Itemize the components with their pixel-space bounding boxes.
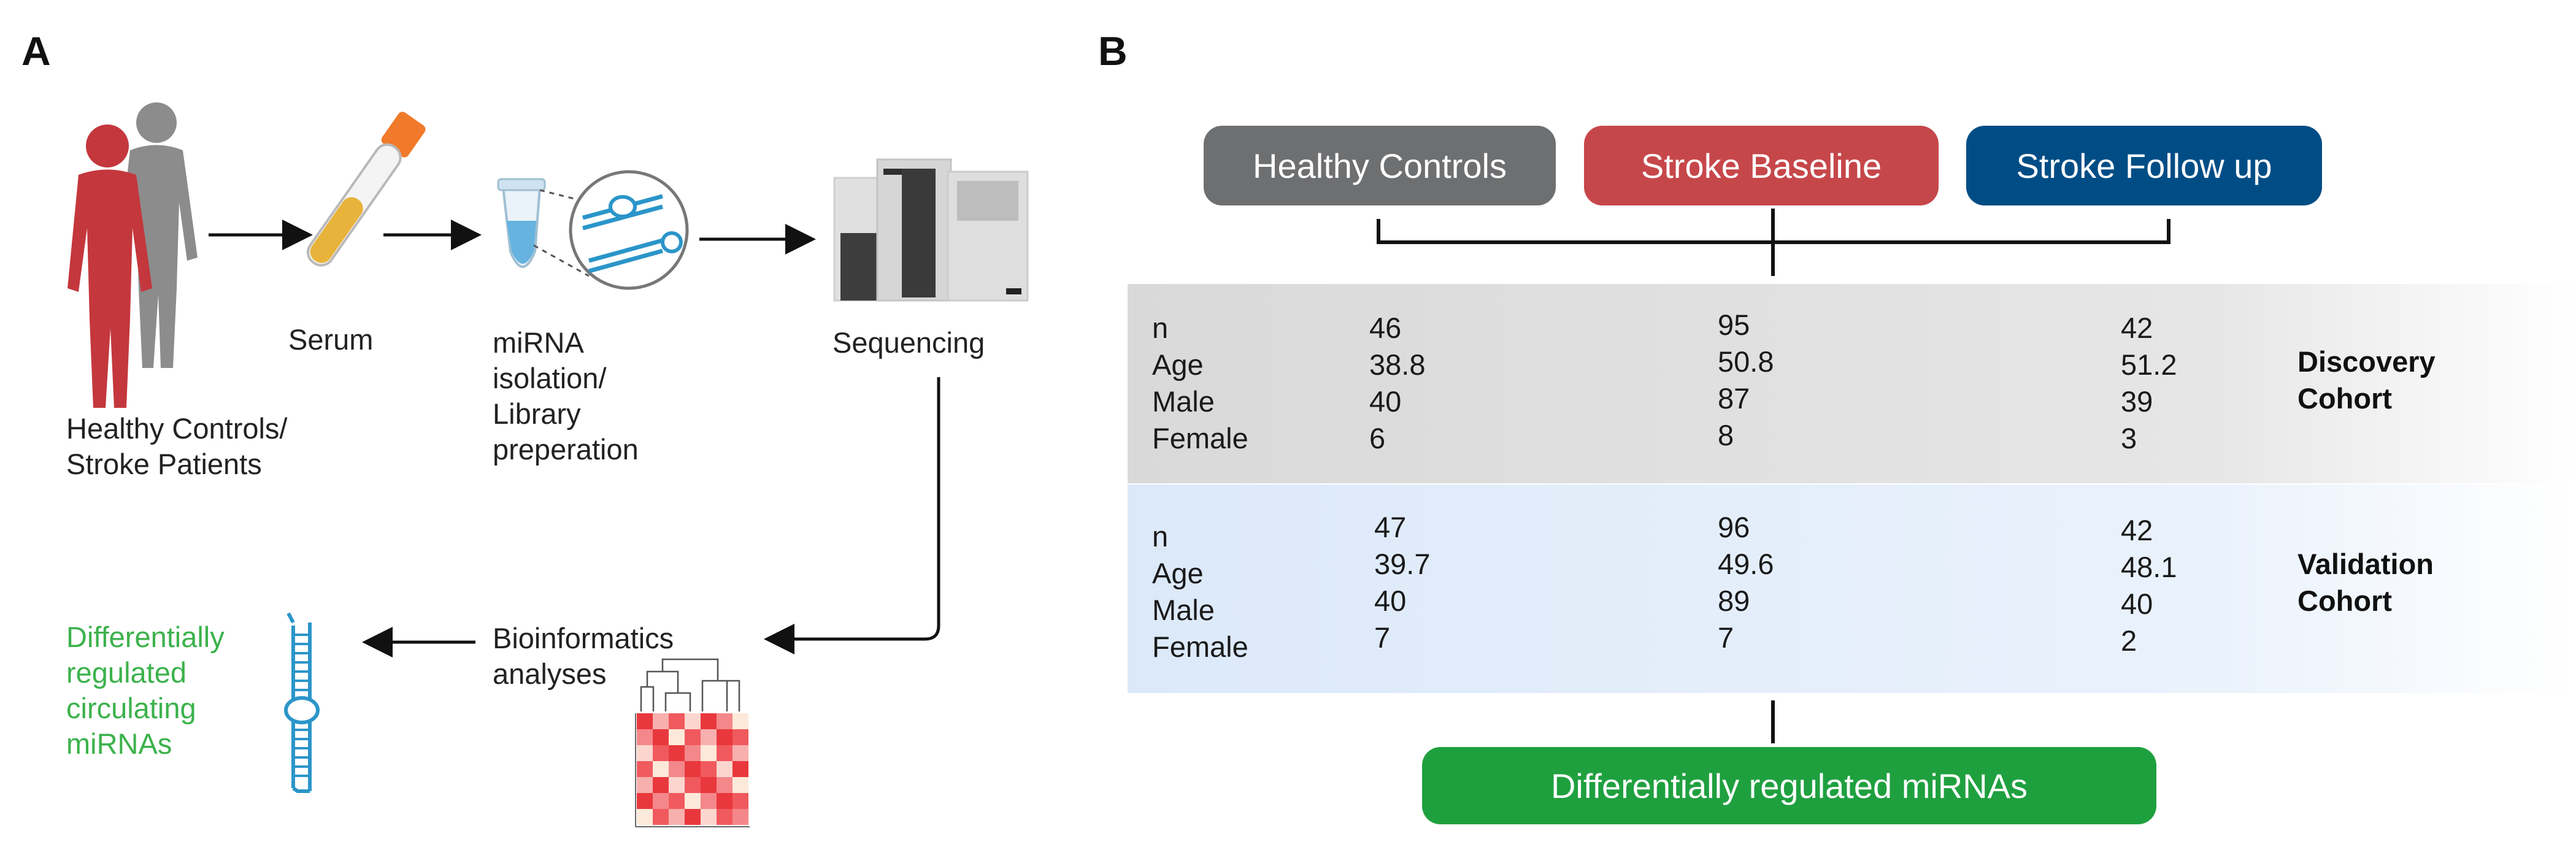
mirna-label: miRNA isolation/ Library preperation xyxy=(493,326,639,466)
validation-followup-values: 42 48.1 40 2 xyxy=(2121,514,2177,657)
group-stroke-follow-up: Stroke Follow up xyxy=(1966,126,2322,205)
heatmap-cell xyxy=(685,777,701,793)
discovery-healthy-values: 46 38.8 40 6 xyxy=(1369,312,1426,454)
heatmap-cell xyxy=(685,745,701,761)
heatmap-cell xyxy=(717,761,732,777)
heatmap-cell xyxy=(653,729,669,745)
heatmap-cell xyxy=(732,777,748,793)
heatmap-cell xyxy=(717,793,732,809)
heatmap-cell xyxy=(669,729,685,745)
heatmap-cell xyxy=(717,729,732,745)
heatmap-cell xyxy=(701,713,717,729)
heatmap-cell xyxy=(701,729,717,745)
heatmap-cell xyxy=(701,761,717,777)
serum-tube-icon xyxy=(306,112,426,267)
dendrogram-icon xyxy=(640,658,740,711)
heatmap-cell xyxy=(669,713,685,729)
heatmap-cell xyxy=(685,761,701,777)
heatmap-cell xyxy=(653,809,669,825)
group-bracket xyxy=(1377,209,2170,276)
heatmap-cell xyxy=(701,809,717,825)
sequencer-icon xyxy=(833,158,1029,302)
validation-healthy-values: 47 39.7 40 7 xyxy=(1374,511,1431,654)
heatmap-cell xyxy=(732,745,748,761)
heatmap-axis xyxy=(635,713,750,827)
heatmap-cell xyxy=(653,713,669,729)
heatmap-icon xyxy=(637,713,748,825)
hairpin-rungs xyxy=(293,634,310,777)
validation-row-labels: n Age Male Female xyxy=(1152,520,1248,663)
heatmap-cell xyxy=(669,777,685,793)
heatmap-cell xyxy=(669,793,685,809)
heatmap-cell xyxy=(653,761,669,777)
heatmap-cell xyxy=(637,713,653,729)
heatmap-cell xyxy=(732,761,748,777)
eppendorf-tube-icon xyxy=(497,178,590,277)
panel-a-letter: A xyxy=(21,28,51,74)
validation-band xyxy=(1128,485,2576,693)
arrow-to-bioinformatics xyxy=(764,377,940,654)
heatmap-cell xyxy=(717,777,732,793)
heatmap-cell xyxy=(653,745,669,761)
heatmap-cell xyxy=(717,713,732,729)
heatmap-cell xyxy=(717,745,732,761)
validation-cohort-title: Validation Cohort xyxy=(2297,548,2434,617)
heatmap-cell xyxy=(685,809,701,825)
mirna-magnifier-icon xyxy=(569,170,689,290)
heatmap-cell xyxy=(717,809,732,825)
serum-label: Serum xyxy=(288,323,374,356)
heatmap-cell xyxy=(669,745,685,761)
heatmap-cell xyxy=(653,777,669,793)
panel-b-letter: B xyxy=(1098,28,1128,74)
people-label: Healthy Controls/ Stroke Patients xyxy=(66,412,288,480)
heatmap-cell xyxy=(637,745,653,761)
result-mirna-label: Differentially regulated circulating miR… xyxy=(66,621,225,760)
heatmap-cell xyxy=(637,729,653,745)
heatmap-cell xyxy=(637,777,653,793)
bioinformatics-label: Bioinformatics analyses xyxy=(493,622,674,690)
result-mirnas-pill: Differentially regulated miRNAs xyxy=(1422,747,2156,824)
mirna-hairpin-icon xyxy=(284,612,320,793)
heatmap-cell xyxy=(701,745,717,761)
heatmap-cell xyxy=(685,793,701,809)
group-healthy-controls: Healthy Controls xyxy=(1204,126,1556,205)
discovery-row-labels: n Age Male Female xyxy=(1152,312,1248,454)
discovery-baseline-values: 95 50.8 87 8 xyxy=(1718,308,1774,451)
patient-person-icon xyxy=(67,125,152,408)
validation-baseline-values: 96 49.6 89 7 xyxy=(1718,511,1774,654)
heatmap-cell xyxy=(701,777,717,793)
group-stroke-baseline: Stroke Baseline xyxy=(1584,126,1939,205)
heatmap-cell xyxy=(685,713,701,729)
heatmap-cell xyxy=(637,761,653,777)
discovery-followup-values: 42 51.2 39 3 xyxy=(2121,312,2177,454)
heatmap-cell xyxy=(669,809,685,825)
heatmap-cell xyxy=(637,809,653,825)
sequencing-label: Sequencing xyxy=(832,326,985,359)
heatmap-cell xyxy=(732,729,748,745)
heatmap-cell xyxy=(653,793,669,809)
heatmap-cell xyxy=(669,761,685,777)
heatmap-cell xyxy=(637,793,653,809)
discovery-cohort-title: Discovery Cohort xyxy=(2297,345,2436,415)
heatmap-cell xyxy=(732,793,748,809)
heatmap-cell xyxy=(732,809,748,825)
heatmap-cell xyxy=(685,729,701,745)
heatmap-cell xyxy=(701,793,717,809)
heatmap-cell xyxy=(732,713,748,729)
discovery-band xyxy=(1128,284,2576,483)
